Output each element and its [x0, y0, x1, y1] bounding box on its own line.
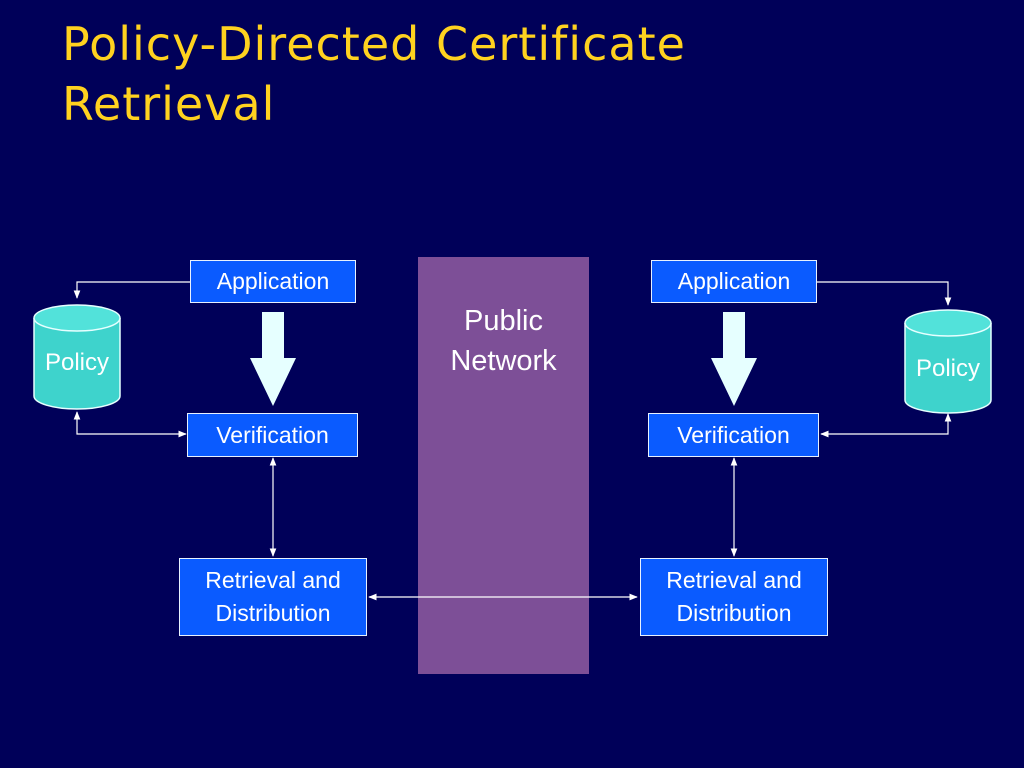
right-retrieval-distribution-box: Retrieval and Distribution — [640, 558, 828, 636]
right-policy-label: Policy — [915, 355, 981, 382]
right-retrieval-label-line-2: Distribution — [676, 600, 792, 626]
public-network-label: Public Network — [418, 301, 589, 381]
left-retrieval-label-line-2: Distribution — [215, 600, 331, 626]
right-verification-box: Verification — [648, 413, 819, 457]
left-retrieval-distribution-box: Retrieval and Distribution — [179, 558, 367, 636]
right-retrieval-label-line-1: Retrieval and — [666, 567, 802, 593]
left-down-arrow-icon — [250, 312, 296, 406]
public-network-region: Public Network — [418, 257, 589, 674]
title-line-2: Retrieval — [62, 77, 276, 131]
left-application-policy-connector — [73, 281, 190, 299]
left-application-label: Application — [216, 268, 330, 294]
right-verification-label: Verification — [677, 421, 790, 448]
public-network-label-line-2: Network — [450, 345, 557, 377]
page-title: Policy-Directed Certificate Retrieval — [62, 14, 962, 134]
right-application-label: Application — [677, 268, 791, 294]
left-policy-cylinder-icon — [33, 304, 121, 410]
left-retrieval-label-line-1: Retrieval and — [205, 567, 341, 593]
right-application-box: Application — [651, 260, 817, 303]
left-verification-label: Verification — [216, 421, 329, 448]
public-network-label-line-1: Public — [464, 305, 543, 337]
right-application-policy-connector — [817, 281, 952, 306]
left-policy-label: Policy — [44, 349, 110, 376]
right-policy-verification-connector — [820, 413, 952, 438]
right-policy-cylinder-icon — [904, 309, 992, 414]
left-verification-box: Verification — [187, 413, 358, 457]
right-down-arrow-icon — [711, 312, 757, 406]
left-application-box: Application — [190, 260, 356, 303]
title-line-1: Policy-Directed Certificate — [62, 17, 686, 71]
left-policy-verification-connector — [73, 411, 187, 438]
